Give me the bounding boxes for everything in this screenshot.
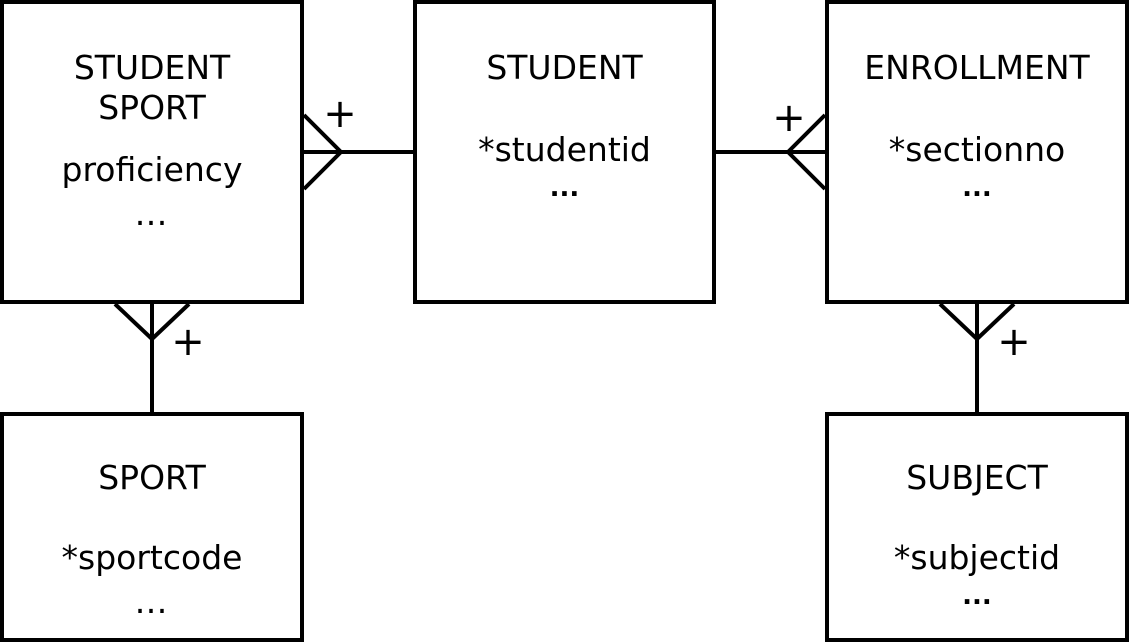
entity-enrollment[interactable]: ENROLLMENT *sectionno ... (825, 0, 1129, 304)
cardinality-marker-sport-link: + (171, 319, 205, 365)
entity-name: ENROLLMENT (864, 48, 1090, 87)
entity-student[interactable]: STUDENT *studentid ... (413, 0, 716, 304)
entity-name: STUDENT SPORT (4, 48, 300, 128)
cardinality-marker-student-sport: + (323, 91, 357, 137)
crowsfoot-student-sport-bottom-left (113, 302, 154, 341)
cardinality-marker-subject-link: + (997, 319, 1031, 365)
entity-name-line-2: SPORT (98, 88, 206, 127)
crowsfoot-student-sport-upper (302, 113, 343, 154)
crowsfoot-student-sport-lower (302, 150, 343, 191)
more-attributes-ellipsis: … (134, 194, 170, 233)
entity-name: SPORT (98, 458, 206, 497)
more-attributes-ellipsis: … (134, 582, 170, 621)
more-attributes-ellipsis: ... (962, 581, 992, 611)
crowsfoot-enrollment-upper (786, 113, 827, 154)
attribute-proficiency: proficiency (61, 150, 243, 189)
cardinality-marker-enrollment: + (772, 95, 806, 141)
entity-name: STUDENT (486, 48, 643, 87)
entity-sport[interactable]: SPORT *sportcode … (0, 412, 304, 642)
crowsfoot-enrollment-lower (786, 150, 827, 191)
entity-name-line-1: STUDENT (73, 48, 231, 87)
crowsfoot-student-sport-bottom-right (150, 302, 191, 341)
entity-student-sport[interactable]: STUDENT SPORT proficiency … (0, 0, 304, 304)
more-attributes-ellipsis: ... (549, 173, 580, 203)
attribute-sportcode: *sportcode (61, 538, 243, 577)
entity-name: SUBJECT (906, 458, 1048, 497)
attribute-subjectid: *subjectid (893, 538, 1061, 577)
crowsfoot-enrollment-bottom-right (975, 302, 1016, 341)
attribute-sectionno: *sectionno (888, 130, 1066, 169)
attribute-studentid: *studentid (478, 130, 651, 169)
more-attributes-ellipsis: ... (962, 173, 992, 203)
crowsfoot-enrollment-bottom-left (938, 302, 979, 341)
entity-subject[interactable]: SUBJECT *subjectid ... (825, 412, 1129, 642)
